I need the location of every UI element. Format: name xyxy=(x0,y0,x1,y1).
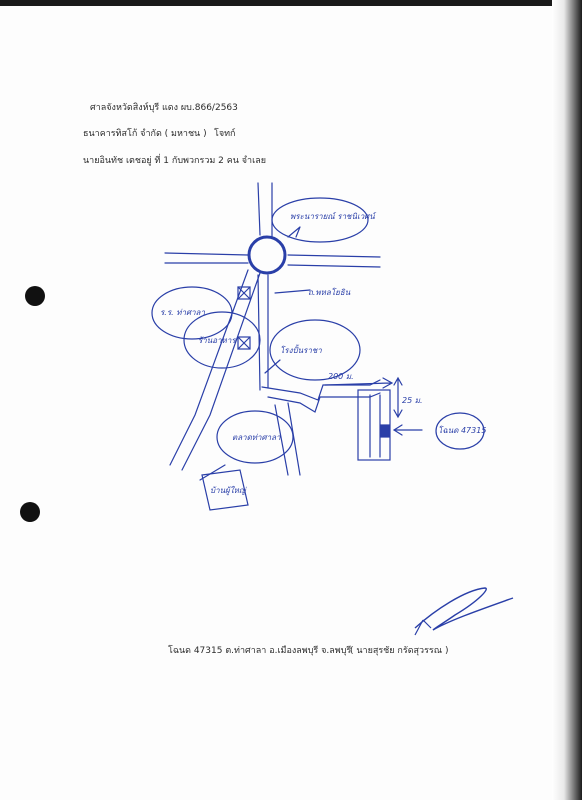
arrow-temple xyxy=(287,226,301,238)
signature-image xyxy=(414,587,514,636)
label-house: บ้านผู้ใหญ่ xyxy=(210,485,247,496)
plaintiff-role: โจทก์ xyxy=(214,129,236,139)
bubble-shop xyxy=(183,311,261,369)
road-centre xyxy=(257,274,269,391)
punch-hole-top xyxy=(25,286,45,306)
bubble-factory xyxy=(269,319,361,381)
road-east-west xyxy=(164,252,381,268)
arrow-factory xyxy=(264,359,281,374)
road-southwest xyxy=(169,269,261,471)
scan-edge-right xyxy=(552,0,582,800)
cross-box-2 xyxy=(237,336,251,350)
bubble-temple xyxy=(271,197,369,243)
label-200m: 200 ม. xyxy=(328,372,354,381)
target-plot-marker xyxy=(380,424,390,438)
cross-box-1 xyxy=(237,286,251,300)
defendant-line: นายอินทัช เตชอยู่ ที่ 1 กับพวกรวม 2 คน จ… xyxy=(83,156,266,166)
road-south xyxy=(274,402,301,476)
label-factory: โรงปั้นราชา xyxy=(280,344,322,355)
signer-name: ( นายสุรชัย กรัดสุวรรณ ) xyxy=(350,646,449,656)
label-school: ร.ร. ท่าศาลา xyxy=(160,308,205,317)
deed-location-line: โฉนด 47315 ต.ท่าศาลา อ.เมืองลพบุรี จ.ลพบ… xyxy=(168,646,352,656)
road-east-branch xyxy=(261,379,381,413)
label-25m: 25 ม. xyxy=(402,396,423,405)
label-shop: ร้านอาหาร xyxy=(198,336,237,345)
arrow-road xyxy=(274,289,311,294)
plaintiff-line: ธนาคารทิสโก้ จำกัด ( มหาชน ) xyxy=(83,129,207,139)
label-market: ตลาดท่าศาลา xyxy=(232,433,281,442)
building-outline xyxy=(357,389,391,461)
label-target: โฉนด 47315 xyxy=(438,425,486,435)
arrow-target xyxy=(392,424,423,436)
bubble-house xyxy=(201,469,249,511)
arrow-25m xyxy=(393,376,403,419)
bubble-market xyxy=(216,410,294,464)
court-case-line: ศาลจังหวัดสิงห์บุรี แดง ผบ.866/2563 xyxy=(90,103,238,113)
road-north xyxy=(257,182,273,238)
punch-hole-bottom xyxy=(20,502,40,522)
arrow-200m xyxy=(324,377,394,389)
label-road-main: ถ.พหลโยธิน xyxy=(308,287,351,297)
bubble-target xyxy=(435,412,485,450)
label-temple: พระนารายณ์ ราชนิเวศน์ xyxy=(290,211,377,221)
scan-edge-top xyxy=(0,0,582,6)
hand-drawn-map: พระนารายณ์ ราชนิเวศน์ ถ.พหลโยธิน ร.ร. ท่… xyxy=(151,182,486,511)
roundabout xyxy=(247,235,287,275)
arrow-house xyxy=(199,464,226,481)
